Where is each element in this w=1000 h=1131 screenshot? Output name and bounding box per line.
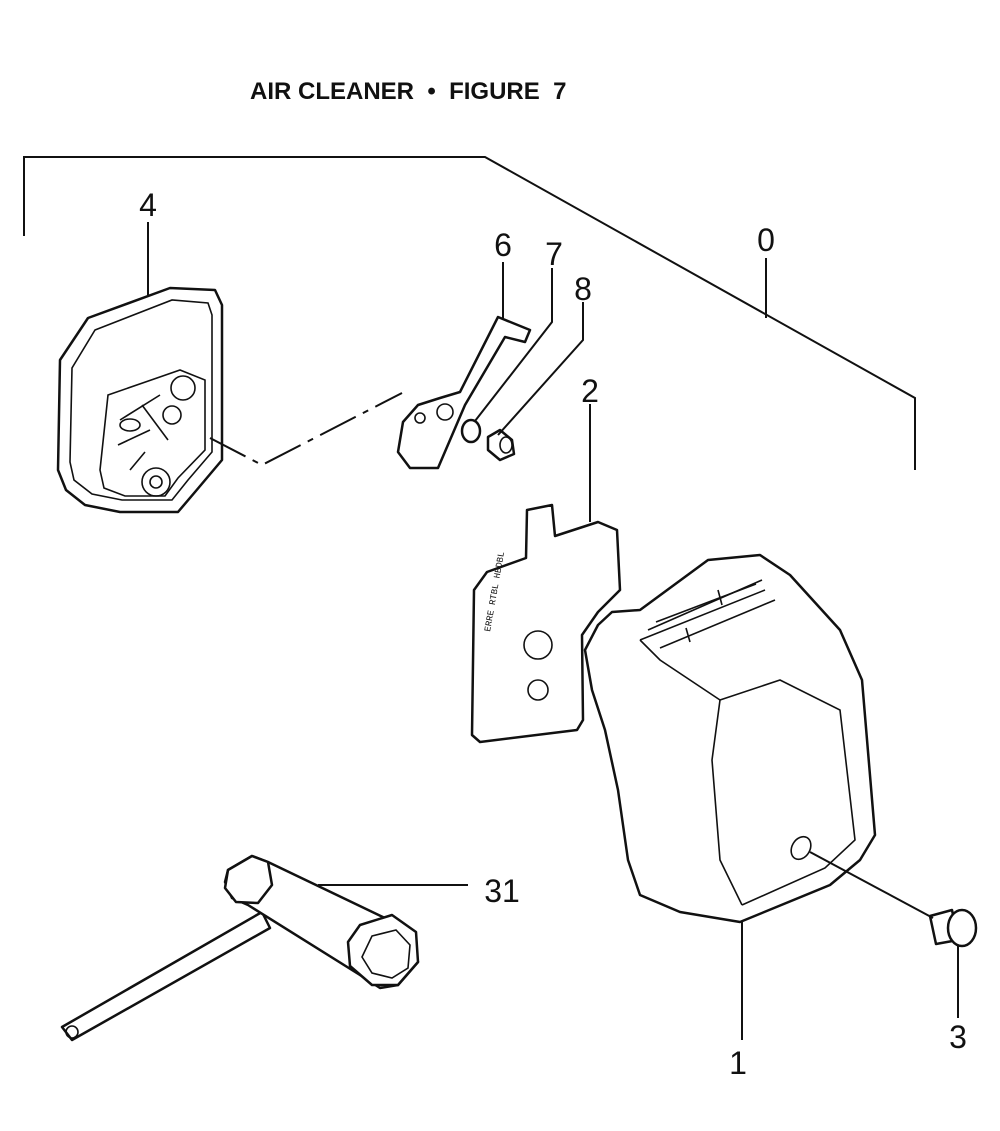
element-plate: ERRE RTBL HBDBL — [470, 503, 622, 744]
callout-4: 4 — [139, 187, 157, 223]
callout-0: 0 — [757, 222, 775, 258]
washer — [460, 418, 482, 444]
plug-wrench — [60, 854, 420, 1042]
callout-7: 7 — [545, 236, 563, 272]
alignment-centerline — [209, 392, 403, 467]
callout-3: 3 — [949, 1019, 967, 1055]
choke-lever — [396, 315, 532, 470]
air-cleaner-cover — [583, 553, 877, 924]
callout-31: 31 — [484, 873, 520, 909]
screw — [928, 908, 978, 948]
assembly-bracket — [23, 156, 916, 470]
callout-8: 8 — [574, 271, 592, 307]
callout-6: 6 — [494, 227, 512, 263]
leader-lines — [147, 222, 959, 1040]
callout-2: 2 — [581, 373, 599, 409]
collar — [486, 428, 516, 462]
air-cleaner-case — [56, 286, 224, 514]
callout-1: 1 — [729, 1045, 747, 1081]
figure-title: AIR CLEANER • FIGURE 7 — [250, 78, 567, 105]
